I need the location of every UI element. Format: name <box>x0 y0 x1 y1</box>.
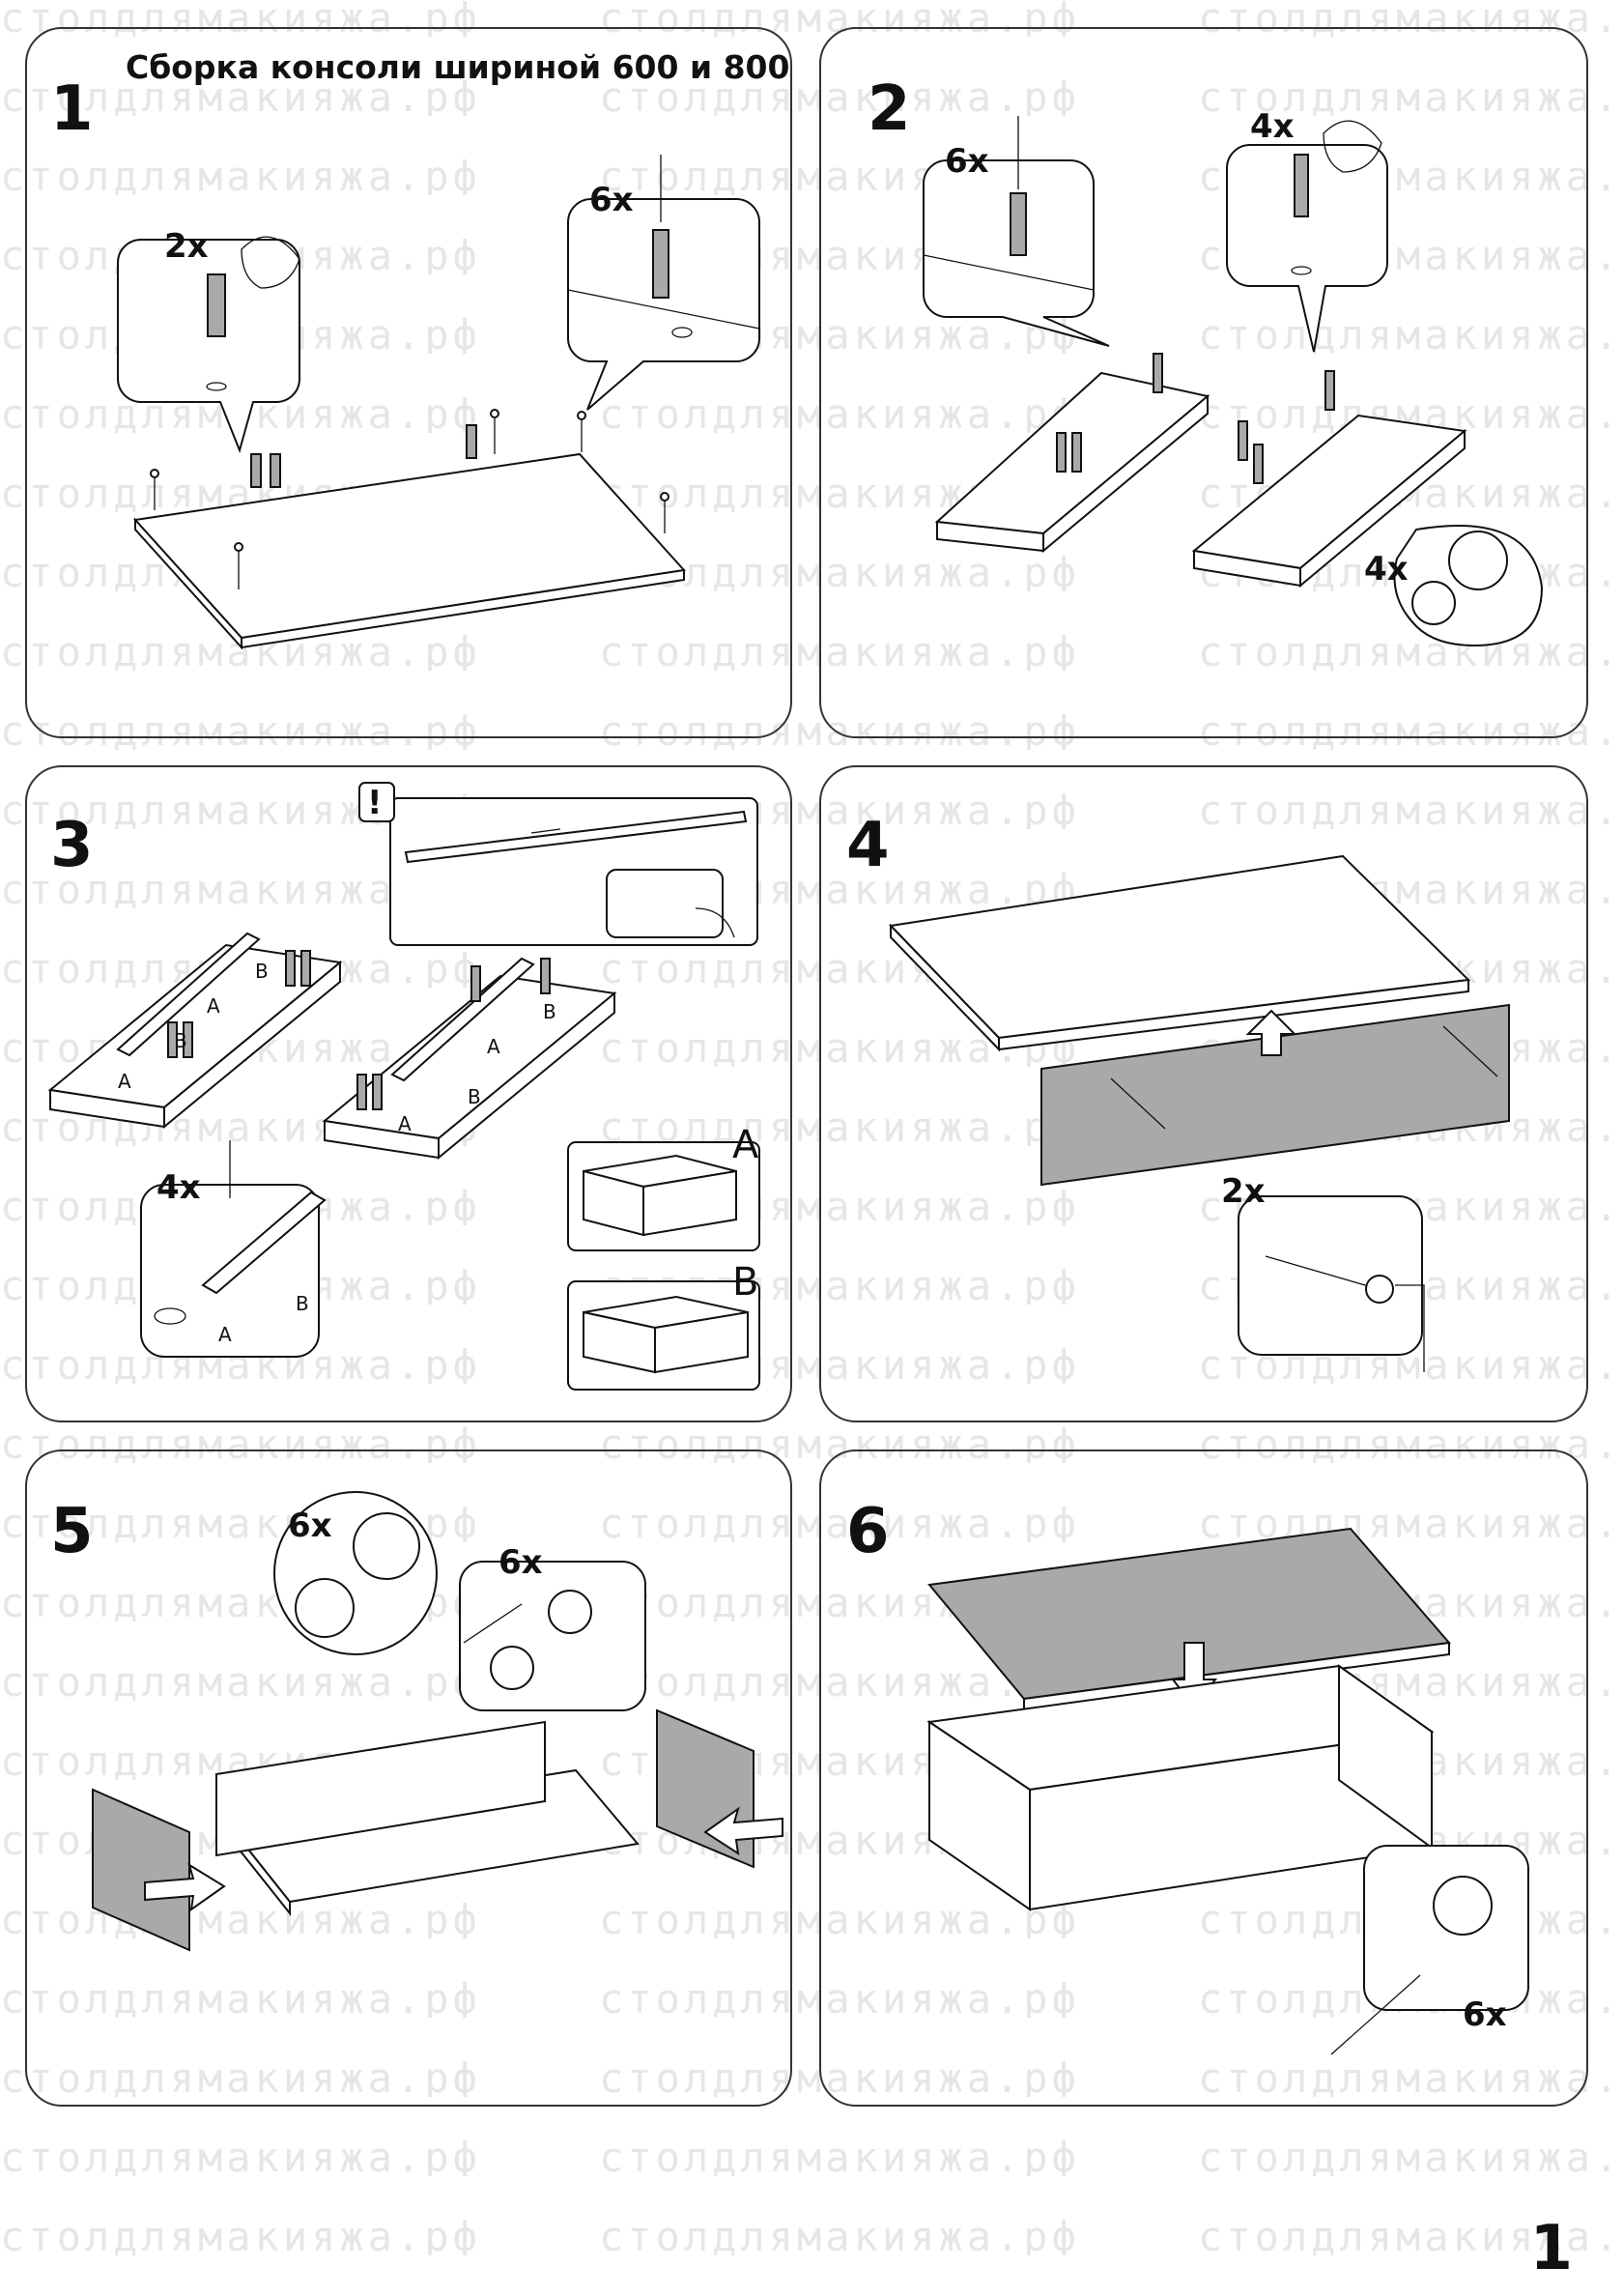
svg-text:A: A <box>398 1112 412 1135</box>
step-6-number: 6 <box>846 1496 890 1567</box>
quantity-label: 4x <box>157 1168 201 1207</box>
back-panel <box>215 1720 546 1857</box>
drawer-preview-b: B <box>567 1260 760 1391</box>
svg-text:B: B <box>296 1292 309 1315</box>
drawer-runner-icon <box>201 1191 327 1295</box>
svg-text:A: A <box>487 1035 500 1058</box>
callout-bubble: 6x <box>459 1543 646 1711</box>
callout-bubble: 6x <box>567 155 760 411</box>
screwdriver-icon <box>1330 1974 1421 2055</box>
side-panel-right <box>322 974 617 1161</box>
step-2-panel <box>819 27 1588 738</box>
quantity-label: 6x <box>498 1543 543 1582</box>
step-4-panel <box>819 765 1588 1422</box>
callout-bubble: 6x <box>273 1491 438 1655</box>
runner-label-b: B B B B <box>174 960 556 1108</box>
step-3-number: 3 <box>50 810 94 881</box>
quantity-label: 4x <box>1250 107 1295 146</box>
callout-bubble: 6x <box>923 116 1110 347</box>
callout-bubble: 2x <box>117 227 300 454</box>
arrow-right-icon <box>144 1862 226 1912</box>
arrow-left-icon <box>530 828 561 834</box>
svg-text:B: B <box>732 1260 758 1305</box>
callout-bubble: 4x <box>1226 107 1388 353</box>
cam-lock-icon <box>548 1590 592 1634</box>
step-6-panel <box>819 1449 1588 2107</box>
step-2-number: 2 <box>868 73 911 145</box>
step-1-panel <box>25 27 792 738</box>
drawer-runner-icon <box>116 932 535 1082</box>
svg-text:A: A <box>207 994 220 1018</box>
arrow-left-icon <box>703 1806 783 1856</box>
quantity-label: 6x <box>945 142 989 181</box>
side-panel-left <box>92 1788 190 1952</box>
callout-bubble: 6x <box>1330 1845 1529 2055</box>
drawer-runner-icon <box>404 810 748 864</box>
dowel-icon <box>250 424 477 488</box>
cam-lock-icon <box>1433 1876 1493 1936</box>
svg-text:B: B <box>255 960 269 983</box>
tabletop-panel <box>133 452 686 650</box>
runner-label-a: A A A A <box>118 994 500 1135</box>
hand-icon <box>695 907 735 938</box>
svg-text:A: A <box>218 1323 232 1346</box>
page-title: Сборка консоли шириной 600 и 800 <box>126 48 790 86</box>
callout-bubble: 4x <box>1364 525 1544 647</box>
callout-bubble: 2x <box>1221 1172 1425 1372</box>
cam-lock-icon <box>295 1578 355 1638</box>
step-6-illustration: 6x <box>926 1527 1529 2055</box>
step-5-illustration: 6x 6x <box>92 1491 783 1952</box>
svg-text:!: ! <box>367 784 383 822</box>
screw-icon <box>1110 1025 1498 1130</box>
cam-lock-icon <box>1448 531 1508 590</box>
page-number: 1 <box>1529 2213 1573 2284</box>
step-3-illustration: A A A A B B B B ! A B 4x <box>47 782 760 1391</box>
warning-icon <box>358 782 395 822</box>
step-4-illustration: 2x <box>888 854 1510 1372</box>
callout-bubble: A B 4x <box>140 1140 327 1358</box>
back-panel <box>1040 1003 1510 1187</box>
arrow-up-icon <box>1245 1009 1297 1056</box>
quantity-label: 2x <box>1221 1172 1266 1211</box>
quantity-label: 6x <box>288 1507 332 1545</box>
quantity-label: 2x <box>164 227 209 266</box>
dowel-icon <box>167 950 551 1110</box>
side-panel-right <box>1191 414 1467 588</box>
drawer-preview-a: A <box>567 1123 760 1251</box>
svg-text:B: B <box>468 1085 481 1108</box>
step-1-number: 1 <box>50 73 94 145</box>
step-2-illustration: 6x 4x 4x <box>923 107 1544 647</box>
svg-text:A: A <box>118 1070 131 1093</box>
cam-lock-icon <box>353 1512 420 1580</box>
step-4-number: 4 <box>846 810 890 881</box>
screw-icon <box>150 409 669 589</box>
quantity-label: 4x <box>1364 550 1409 588</box>
screwdriver-icon <box>463 1603 523 1644</box>
cam-lock-icon <box>1411 581 1456 625</box>
step-1-illustration: 2x 6x <box>117 155 760 650</box>
warning-callout: ! <box>358 782 758 946</box>
side-panel-right <box>656 1708 755 1869</box>
hand-icon <box>241 236 300 289</box>
svg-text:B: B <box>174 1029 187 1052</box>
quantity-label: 6x <box>589 181 634 219</box>
quantity-label: 6x <box>1463 1995 1507 2034</box>
step-5-panel <box>25 1449 792 2107</box>
svg-text:B: B <box>543 1000 556 1023</box>
drawer-carcass <box>926 1664 1435 1911</box>
svg-text:A: A <box>732 1123 759 1167</box>
hex-key-icon <box>1395 1284 1425 1372</box>
top-panel <box>888 854 1471 1052</box>
dowel-icon <box>1056 353 1335 484</box>
step-3-panel <box>25 765 792 1422</box>
hand-icon <box>1323 120 1382 173</box>
top-panel <box>927 1527 1451 1712</box>
side-panel-left <box>47 943 343 1130</box>
step-5-number: 5 <box>50 1496 94 1567</box>
